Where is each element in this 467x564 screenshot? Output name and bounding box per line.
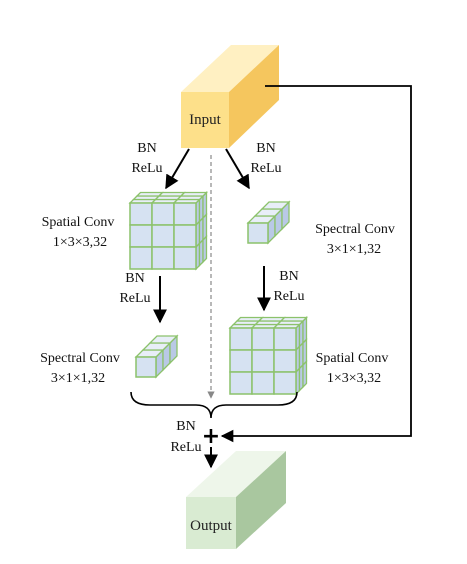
right-act2-bn: BN xyxy=(279,269,298,284)
cube-front-cell xyxy=(173,202,197,226)
cube-front-cell xyxy=(229,349,253,373)
right-spatial-conv-cube xyxy=(228,315,309,396)
merge-brace xyxy=(130,391,298,419)
output-block-front xyxy=(186,497,236,549)
skip-connection-line xyxy=(220,85,412,443)
cube-front-cell xyxy=(273,371,297,395)
plus-symbol: + xyxy=(202,424,220,449)
cube-front-cell xyxy=(173,246,197,270)
cube-side-cell xyxy=(202,234,208,264)
merge-act-bn: BN xyxy=(176,419,195,434)
cube-front-cell xyxy=(229,371,253,395)
cube-front-cell xyxy=(129,202,153,226)
cube-front-cell xyxy=(151,246,175,270)
left-spatial-size: 1×3×3,32 xyxy=(53,235,107,250)
left-act2-relu: ReLu xyxy=(119,291,150,306)
output-label: Output xyxy=(190,518,233,534)
right-spectral-conv-cube xyxy=(246,200,291,245)
cube-front-cell xyxy=(273,349,297,373)
cube-front-cell xyxy=(229,327,253,351)
right-spectral-size: 3×1×1,32 xyxy=(327,242,381,257)
cube-front-cell xyxy=(129,246,153,270)
right-act1-relu: ReLu xyxy=(250,161,281,176)
input-block-front xyxy=(181,92,229,148)
left-spectral-size: 3×1×1,32 xyxy=(51,371,105,386)
arrow-input-to-right-spectral xyxy=(225,148,250,190)
cube-top-cell xyxy=(148,335,179,344)
output-block-side xyxy=(236,451,286,549)
right-spectral-title: Spectral Conv xyxy=(315,222,395,237)
merge-act-relu: ReLu xyxy=(170,440,201,455)
cube-front-cell xyxy=(251,349,275,373)
cube-front-cell xyxy=(251,327,275,351)
cube-front-cell xyxy=(151,202,175,226)
left-act1-relu: ReLu xyxy=(131,161,162,176)
cube-front-cell xyxy=(129,224,153,248)
arrow-input-to-left-spatial xyxy=(165,148,190,190)
cube-top-cell xyxy=(179,191,209,197)
cube-front-cell xyxy=(173,224,197,248)
cube-front-cell xyxy=(135,356,157,378)
cube-front-cell xyxy=(251,371,275,395)
cube-front-cell xyxy=(151,224,175,248)
output-block-top xyxy=(186,451,286,497)
input-block-top xyxy=(181,45,279,92)
right-act1-bn: BN xyxy=(256,141,275,156)
cube-top-cell xyxy=(260,201,291,210)
right-act2-relu: ReLu xyxy=(273,289,304,304)
left-act1-bn: BN xyxy=(137,141,156,156)
cube-top-cell xyxy=(279,316,309,322)
input-block: Input xyxy=(181,45,279,148)
left-spectral-title: Spectral Conv xyxy=(40,351,120,366)
left-spatial-conv-cube xyxy=(128,190,209,271)
cube-side-cell xyxy=(302,359,308,389)
input-label: Input xyxy=(189,112,221,128)
left-spectral-conv-cube xyxy=(134,334,179,379)
left-spatial-title: Spatial Conv xyxy=(42,215,115,230)
output-block: Output xyxy=(186,451,286,549)
right-spatial-title: Spatial Conv xyxy=(316,351,389,366)
right-spatial-size: 1×3×3,32 xyxy=(327,371,381,386)
input-block-side xyxy=(229,45,279,148)
cube-front-cell xyxy=(273,327,297,351)
left-act2-bn: BN xyxy=(125,271,144,286)
cube-front-cell xyxy=(247,222,269,244)
